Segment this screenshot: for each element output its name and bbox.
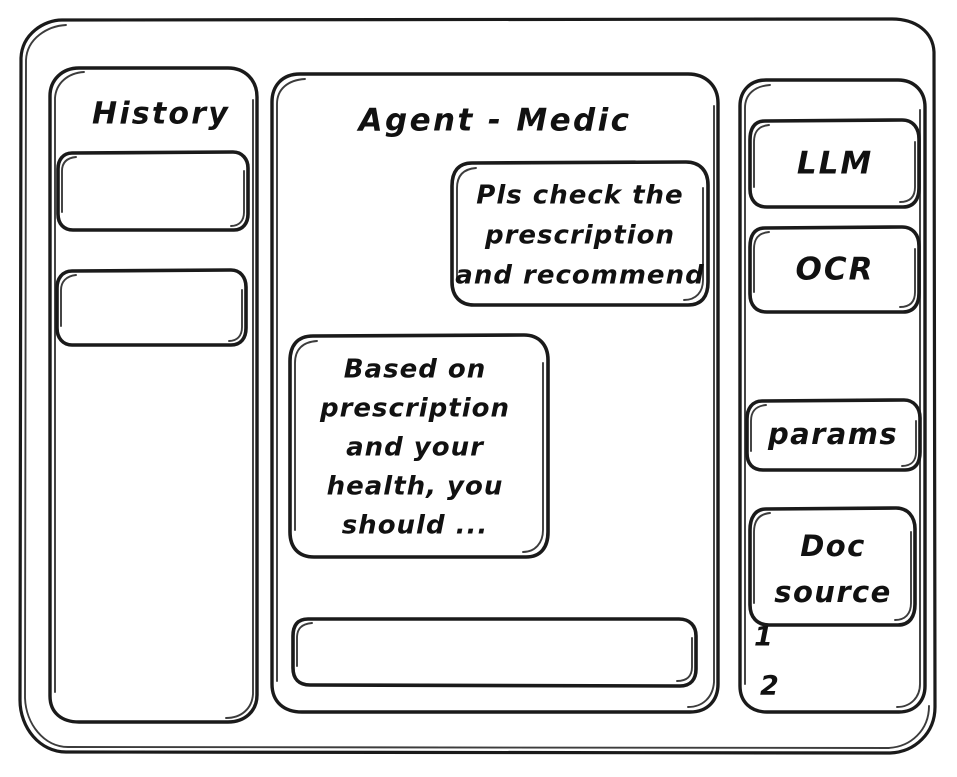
- message-bubble-assistant: Based on prescription and your health, y…: [288, 333, 550, 559]
- doc-source-line: Doc: [800, 529, 865, 563]
- history-panel: [48, 66, 259, 724]
- tool-button-ocr[interactable]: OCR: [748, 225, 921, 314]
- doc-source-entry[interactable]: 2: [760, 671, 779, 702]
- history-item[interactable]: [55, 268, 248, 347]
- agent-panel: [270, 72, 720, 714]
- message-line: Pls check the: [476, 181, 683, 211]
- message-line: health, you: [327, 472, 504, 502]
- tool-button-label: LLM: [797, 146, 873, 182]
- message-line: and recommend: [455, 261, 704, 291]
- params-button[interactable]: params: [745, 398, 922, 472]
- message-line: Based on: [344, 355, 487, 385]
- message-line: should ...: [342, 511, 489, 541]
- message-line: and your: [346, 433, 485, 463]
- message-input[interactable]: [291, 617, 698, 688]
- tool-button-label: OCR: [796, 252, 875, 288]
- message-line: prescription: [319, 394, 510, 424]
- doc-source-card[interactable]: Doc source: [748, 506, 917, 627]
- tools-panel: [738, 78, 927, 714]
- tool-button-llm[interactable]: LLM: [748, 118, 921, 209]
- message-bubble-user: Pls check the prescription and recommend: [450, 160, 710, 307]
- history-panel-title: History: [92, 97, 230, 132]
- app-window-frame: [18, 17, 937, 755]
- history-item[interactable]: [56, 150, 250, 232]
- message-line: prescription: [484, 221, 675, 251]
- doc-source-entry[interactable]: 1: [754, 622, 773, 653]
- doc-source-line: source: [774, 575, 891, 609]
- agent-panel-title: Agent - Medic: [356, 103, 632, 139]
- params-button-label: params: [767, 417, 898, 451]
